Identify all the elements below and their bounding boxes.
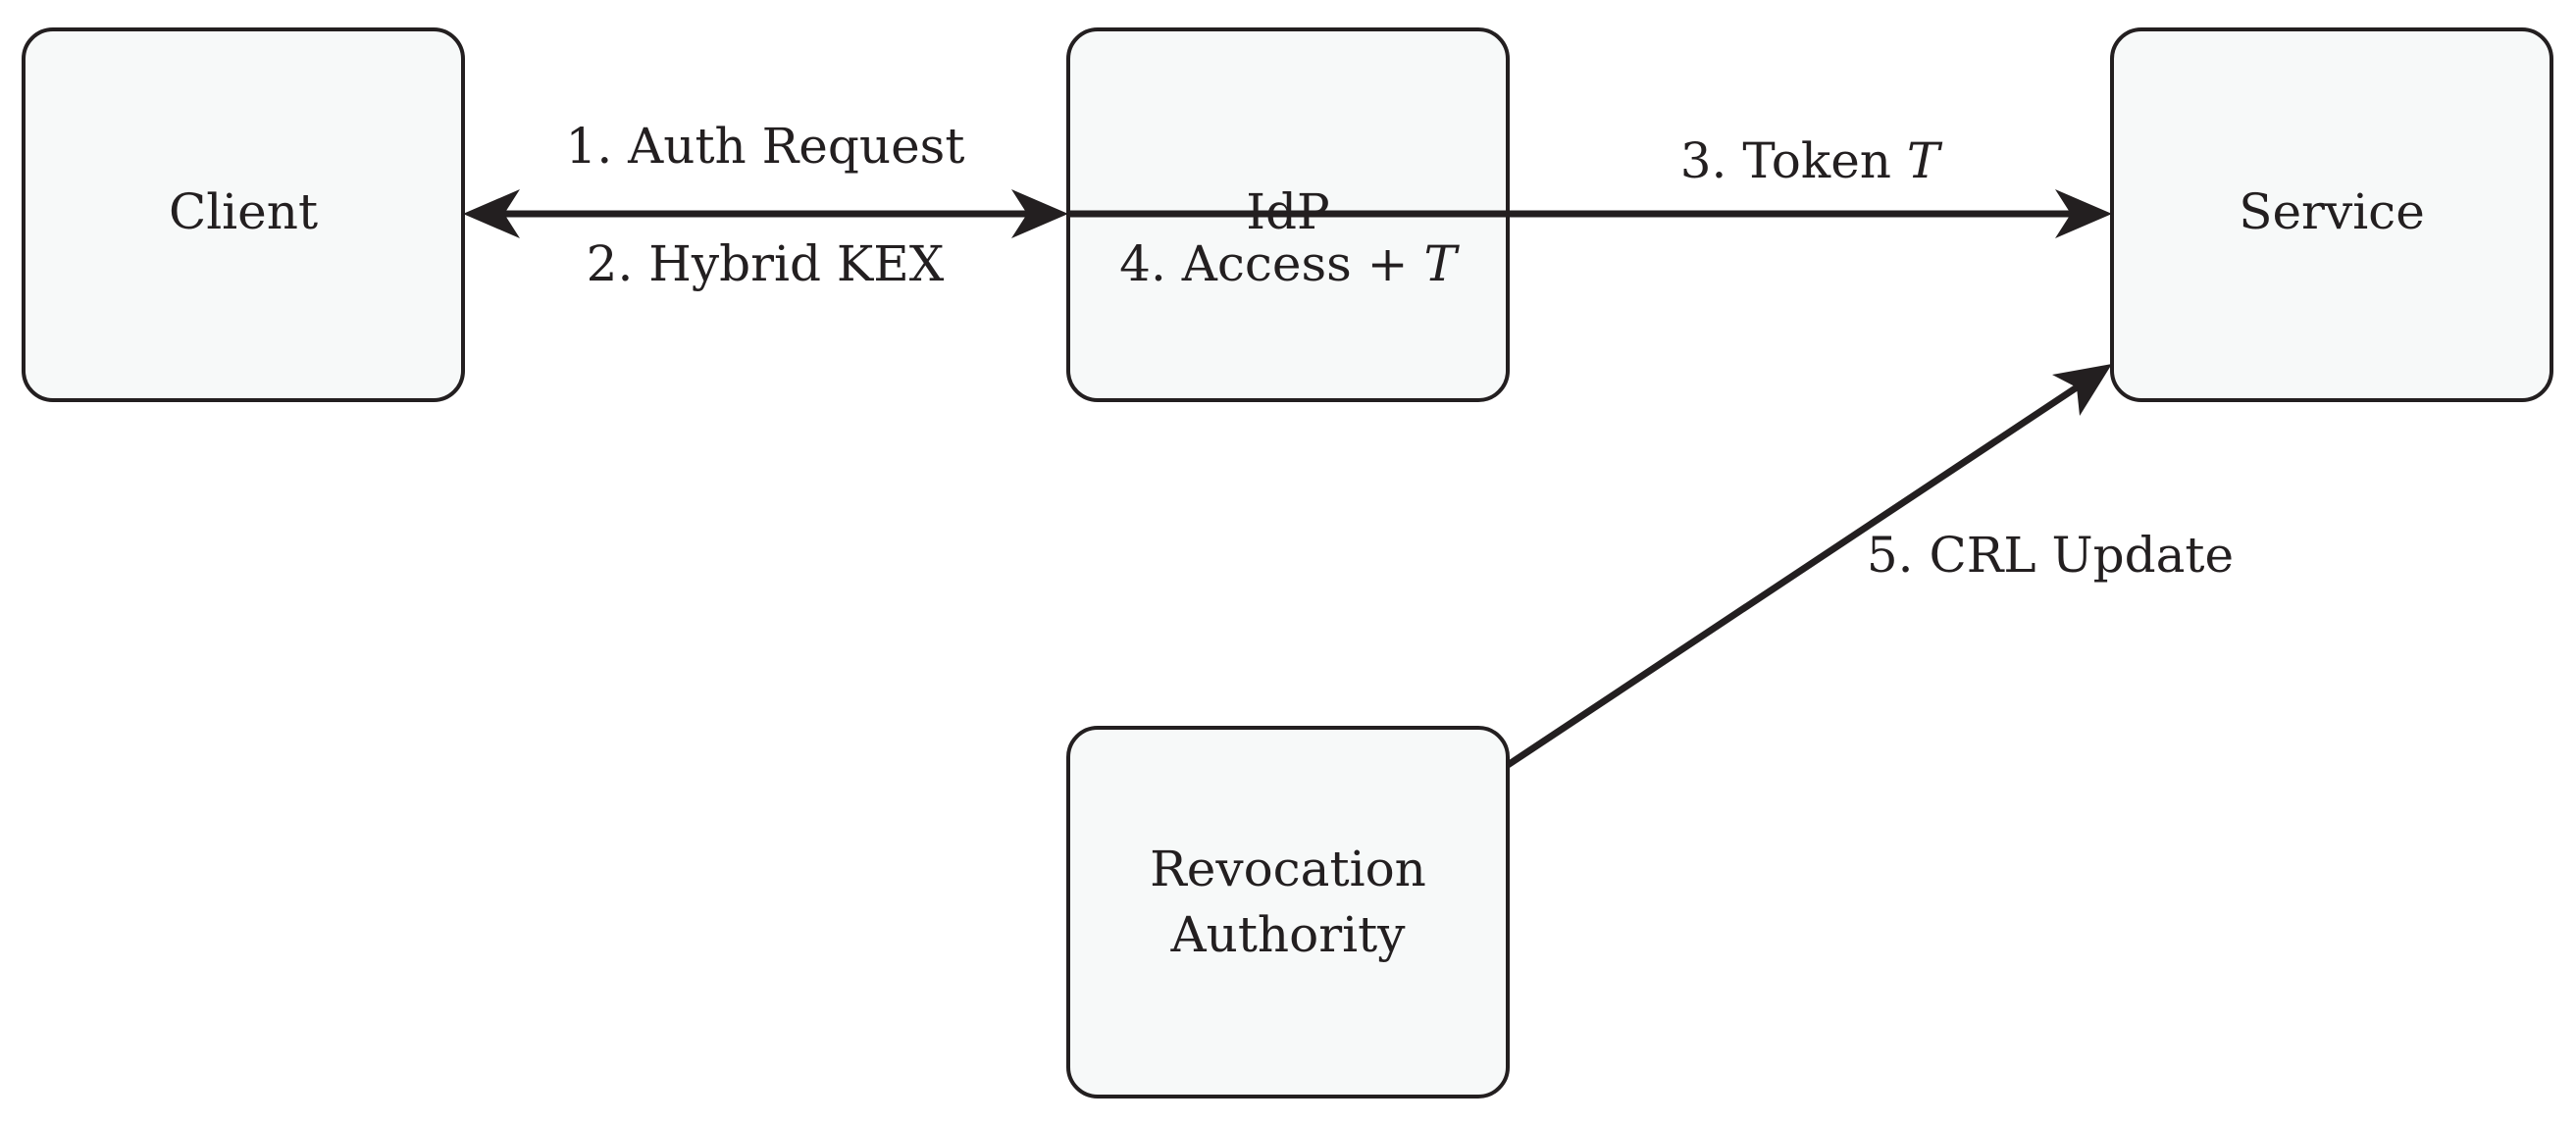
revocation-authority-label-line2: Authority (1170, 906, 1407, 963)
service-arrowhead (2055, 189, 2112, 238)
access-label-prefix: 4. Access + (1119, 235, 1423, 292)
token-label-variable: T (1907, 132, 1943, 189)
crl-update-label: 5. CRL Update (1867, 527, 2234, 584)
token-label: 3. Token T (1680, 132, 1943, 189)
client-idp-edge (463, 189, 1068, 238)
crl-arrowhead (2052, 364, 2112, 416)
idp-service-edge (1068, 189, 2112, 238)
client-arrowhead (463, 189, 520, 238)
client-box (22, 27, 465, 402)
service-node: Service (2110, 27, 2553, 402)
service-label: Service (2239, 183, 2425, 240)
access-label-variable: T (1423, 235, 1460, 292)
auth-request-label: 1. Auth Request (566, 118, 965, 175)
token-label-prefix: 3. Token (1680, 132, 1907, 189)
client-node: Client (22, 27, 465, 402)
client-label: Client (169, 183, 318, 240)
revocation-authority-box (1066, 726, 1510, 1098)
idp-arrowhead (1011, 189, 1068, 238)
revocation-authority-node: Revocation Authority (1066, 726, 1510, 1098)
access-label: 4. Access + T (1119, 235, 1460, 292)
hybrid-kex-label: 2. Hybrid KEX (587, 235, 945, 292)
revocation-service-line (1506, 379, 2087, 768)
service-box (2110, 27, 2553, 402)
revocation-authority-label-line1: Revocation (1150, 841, 1426, 897)
revocation-service-edge (1506, 364, 2112, 768)
